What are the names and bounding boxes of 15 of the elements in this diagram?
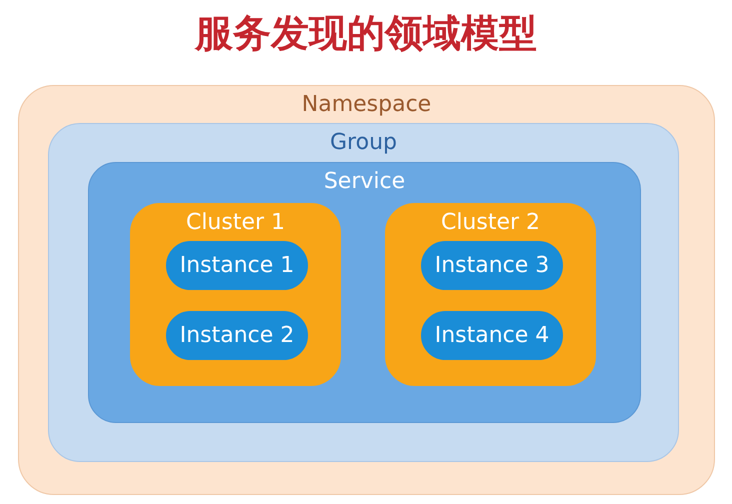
instance-pill: Instance 4 (421, 311, 563, 360)
container-title: Group (330, 130, 397, 155)
container-title: Cluster 2 (440, 210, 540, 235)
container-title: Service (324, 169, 406, 194)
instance-pill: Instance 3 (421, 241, 563, 290)
diagram-title: 服务发现的领域模型 (195, 11, 537, 55)
container-title: Cluster 1 (186, 210, 286, 235)
namespace-box (18, 85, 715, 495)
instance-pill: Instance 1 (166, 241, 308, 290)
cluster-box (130, 203, 341, 386)
service-box (88, 162, 641, 423)
group-box (48, 123, 679, 462)
instance-pill: Instance 2 (166, 311, 308, 360)
cluster-box (385, 203, 596, 386)
container-title: Namespace (302, 92, 432, 117)
